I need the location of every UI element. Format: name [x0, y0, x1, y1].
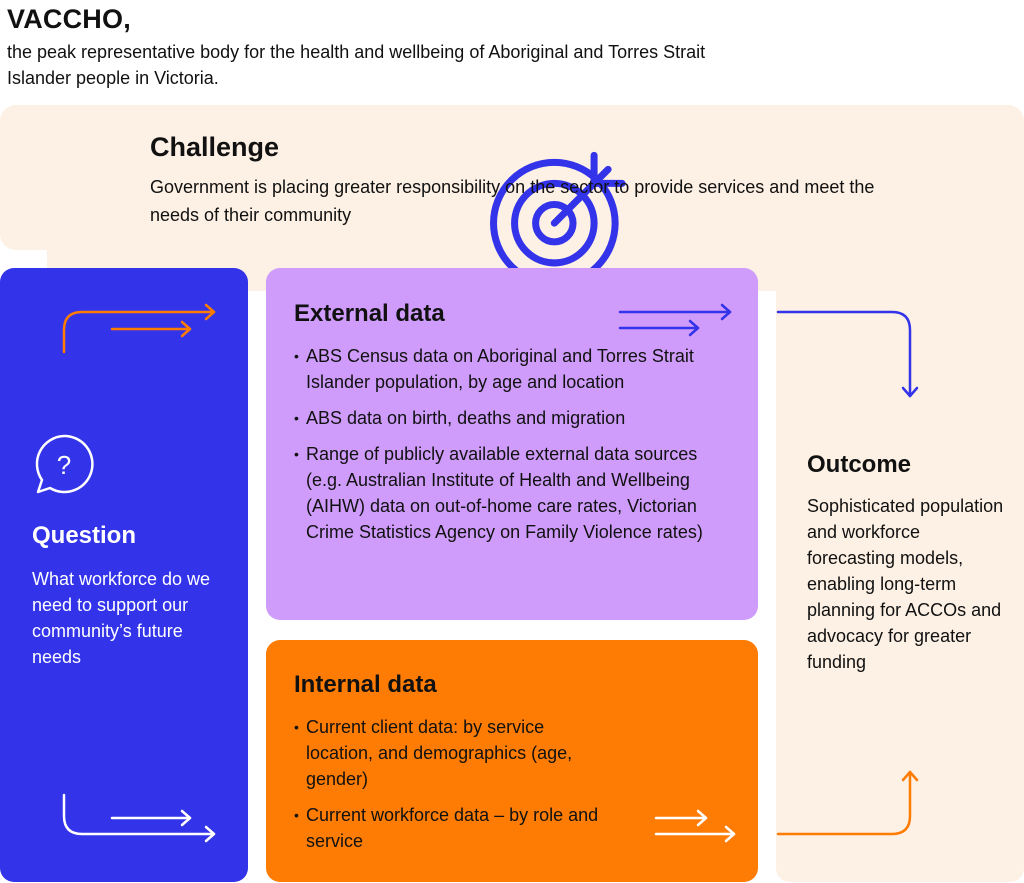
- external-data-title: External data: [294, 300, 445, 327]
- question-body: What workforce do we need to support our…: [32, 569, 211, 667]
- svg-text:?: ?: [57, 450, 71, 480]
- question-bubble-icon: ?: [35, 434, 94, 494]
- page-subtitle: the peak representative body for the hea…: [7, 42, 706, 88]
- question-card: [0, 268, 248, 882]
- outcome-title: Outcome: [807, 451, 912, 478]
- external-data-list: ABS Census data on Aboriginal and Torres…: [294, 343, 724, 555]
- internal-data-title: Internal data: [294, 671, 437, 698]
- list-item: ABS Census data on Aboriginal and Torres…: [294, 343, 724, 395]
- header: VACCHO, the peak representative body for…: [7, 2, 1007, 91]
- question-title: Question: [32, 522, 137, 549]
- challenge-body: Government is placing greater responsibi…: [150, 177, 875, 225]
- outcome-body: Sophisticated population and workforce f…: [807, 496, 1004, 672]
- list-item: Current workforce data – by role and ser…: [294, 802, 614, 854]
- challenge-title: Challenge: [150, 132, 280, 162]
- list-item: Range of publicly available external dat…: [294, 441, 724, 545]
- target-icon: [47, 146, 1024, 291]
- page-title: VACCHO,: [7, 4, 131, 34]
- list-item: Current client data: by service location…: [294, 714, 614, 792]
- list-item: ABS data on birth, deaths and migration: [294, 405, 724, 431]
- internal-data-list: Current client data: by service location…: [294, 714, 614, 864]
